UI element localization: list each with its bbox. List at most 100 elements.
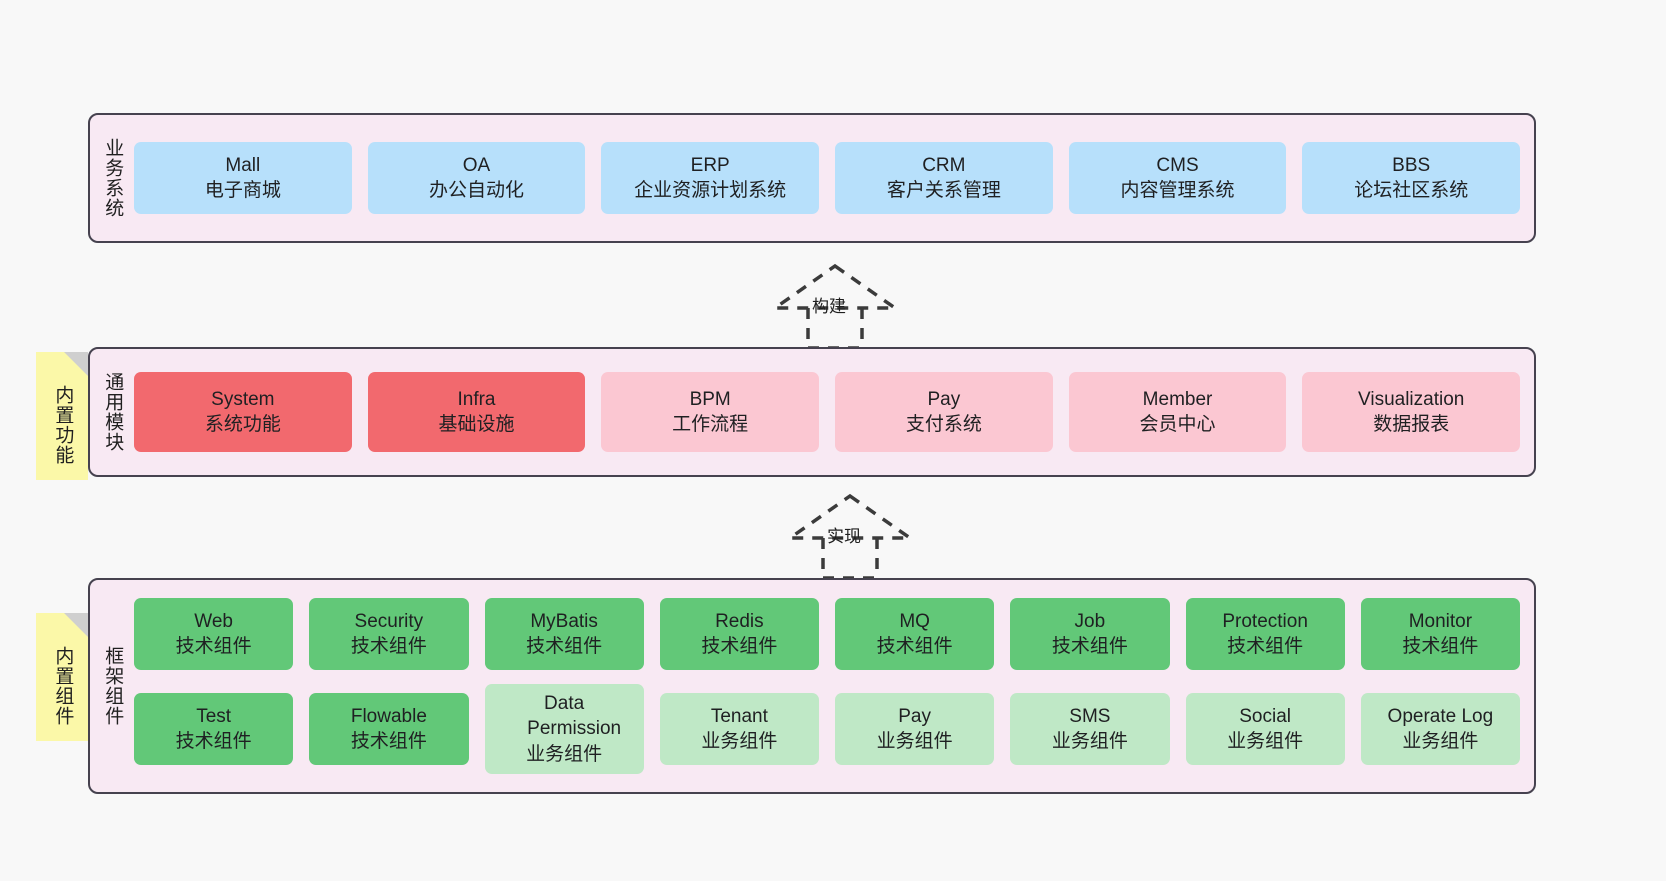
node-label-en: MyBatis [530,610,598,632]
node-label-cn: 技术组件 [526,636,603,657]
node-mq[interactable]: MQ 技术组件 [835,598,995,670]
node-label-en: Operate Log [1387,705,1494,727]
connector-label-implement: 实现 [827,527,861,546]
node-monitor[interactable]: Monitor 技术组件 [1360,598,1520,670]
node-security[interactable]: Security 技术组件 [309,598,469,670]
layer-common-module[interactable]: 通用模块 System 系统功能 Infra 基础设施 BPM 工作流程 Pay… [88,347,1536,477]
node-label-cn: 客户关系管理 [886,180,1001,201]
node-label-cn: 业务组件 [876,731,953,752]
node-crm[interactable]: CRM 客户关系管理 [835,142,1053,214]
node-label-cn: 业务组件 [526,743,603,765]
node-flowable[interactable]: Flowable 技术组件 [309,693,469,765]
note-builtin-component[interactable]: 内置组件 [36,613,88,741]
node-label-cn: 办公自动化 [429,180,525,201]
node-erp[interactable]: ERP 企业资源计划系统 [601,142,820,214]
node-label-en: Web [194,610,233,632]
node-label-cn: 技术组件 [1402,636,1479,657]
node-label-en: BPM [689,388,731,410]
node-row: Web 技术组件 Security 技术组件 MyBatis 技术组件 Redi… [134,598,1520,670]
node-label-cn: 业务组件 [1402,731,1479,752]
node-label-en: SMS [1069,705,1111,727]
node-label-en: Social [1239,705,1291,727]
node-label-en: Pay [898,705,931,727]
node-redis[interactable]: Redis 技术组件 [659,598,819,670]
node-infra[interactable]: Infra 基础设施 [367,372,586,452]
node-label-cn: 支付系统 [905,414,982,435]
node-label-en: BBS [1392,154,1431,176]
node-label-cn: 系统功能 [204,414,281,435]
node-operate-log[interactable]: Operate Log 业务组件 [1360,693,1520,765]
node-label-en: CMS [1156,154,1199,176]
layer-body-business-system: Mall 电子商城 OA 办公自动化 ERP 企业资源计划系统 CRM 客户关系… [134,115,1534,241]
node-label-en: CRM [922,154,966,176]
node-rows: Web 技术组件 Security 技术组件 MyBatis 技术组件 Redi… [134,598,1520,774]
node-label-en: Tenant [710,705,768,727]
node-label-en: Protection [1222,610,1308,632]
node-label-en: ERP [690,154,730,176]
node-data-permission[interactable]: Data Permission 业务组件 [484,684,644,774]
node-label-en: Member [1142,388,1213,410]
node-label-cn: 技术组件 [350,636,427,657]
node-label-cn: 技术组件 [350,731,427,752]
node-label-en: Job [1074,610,1106,632]
layer-title-common-module: 通用模块 [102,372,124,452]
node-label-en: Visualization [1358,388,1465,410]
node-label-en: Redis [715,610,764,632]
node-oa[interactable]: OA 办公自动化 [367,142,586,214]
connector-label-build: 构建 [812,297,846,316]
node-mybatis[interactable]: MyBatis 技术组件 [484,598,644,670]
node-label-cn: 业务组件 [1051,731,1128,752]
node-label-cn: 内容管理系统 [1120,180,1235,201]
node-label-cn: 技术组件 [701,636,778,657]
node-row: Mall 电子商城 OA 办公自动化 ERP 企业资源计划系统 CRM 客户关系… [134,142,1521,214]
note-label: 内置组件 [52,646,74,726]
node-label-cn: 企业资源计划系统 [634,180,787,201]
node-mall[interactable]: Mall 电子商城 [134,142,352,214]
node-pay-module[interactable]: Pay 支付系统 [835,372,1053,452]
layer-title-business-system: 业务系统 [102,138,124,218]
node-label-en: MQ [899,610,930,632]
node-label-en: Mall [225,154,261,176]
node-job[interactable]: Job 技术组件 [1010,598,1170,670]
note-fold-corner-icon [64,352,88,376]
layer-business-system[interactable]: 业务系统 Mall 电子商城 OA 办公自动化 ERP 企业资源计划系统 CRM… [88,113,1536,243]
node-row: System 系统功能 Infra 基础设施 BPM 工作流程 Pay 支付系统… [134,372,1521,452]
node-bpm[interactable]: BPM 工作流程 [601,372,820,452]
node-label-cn: 会员中心 [1139,414,1216,435]
layer-body-framework-component: Web 技术组件 Security 技术组件 MyBatis 技术组件 Redi… [134,580,1534,792]
node-label-cn: 业务组件 [1227,731,1304,752]
node-label-cn: 基础设施 [438,414,515,435]
node-label-cn: 技术组件 [876,636,953,657]
connector-build: 构建 [750,258,920,350]
node-label-cn: 技术组件 [1051,636,1128,657]
connector-implement: 实现 [765,488,935,580]
node-label-en: OA [462,154,491,176]
node-test[interactable]: Test 技术组件 [134,693,294,765]
note-label: 内置功能 [52,385,74,465]
layer-framework-component[interactable]: 框架组件 Web 技术组件 Security 技术组件 MyBatis 技术组件 [88,578,1536,794]
node-pay-component[interactable]: Pay 业务组件 [835,693,995,765]
node-tenant[interactable]: Tenant 业务组件 [659,693,819,765]
node-label-en: Test [196,705,232,727]
node-visualization[interactable]: Visualization 数据报表 [1302,372,1521,452]
node-label-en: Security [354,610,424,632]
node-cms[interactable]: CMS 内容管理系统 [1068,142,1287,214]
node-label-en: Data Permission [527,693,622,740]
node-label-en: Infra [457,388,496,410]
node-protection[interactable]: Protection 技术组件 [1185,598,1345,670]
node-social[interactable]: Social 业务组件 [1185,693,1345,765]
node-label-en: Flowable [350,705,427,727]
node-label-cn: 技术组件 [1227,636,1304,657]
node-bbs[interactable]: BBS 论坛社区系统 [1302,142,1521,214]
node-label-cn: 电子商城 [204,180,281,201]
node-web[interactable]: Web 技术组件 [134,598,294,670]
note-builtin-function[interactable]: 内置功能 [36,352,88,480]
node-row: Test 技术组件 Flowable 技术组件 Data Permission … [134,684,1520,774]
note-fold-corner-icon [64,613,88,637]
node-label-cn: 数据报表 [1373,414,1450,435]
node-label-en: Monitor [1408,610,1473,632]
node-sms[interactable]: SMS 业务组件 [1010,693,1170,765]
node-system[interactable]: System 系统功能 [134,372,352,452]
node-member[interactable]: Member 会员中心 [1068,372,1287,452]
